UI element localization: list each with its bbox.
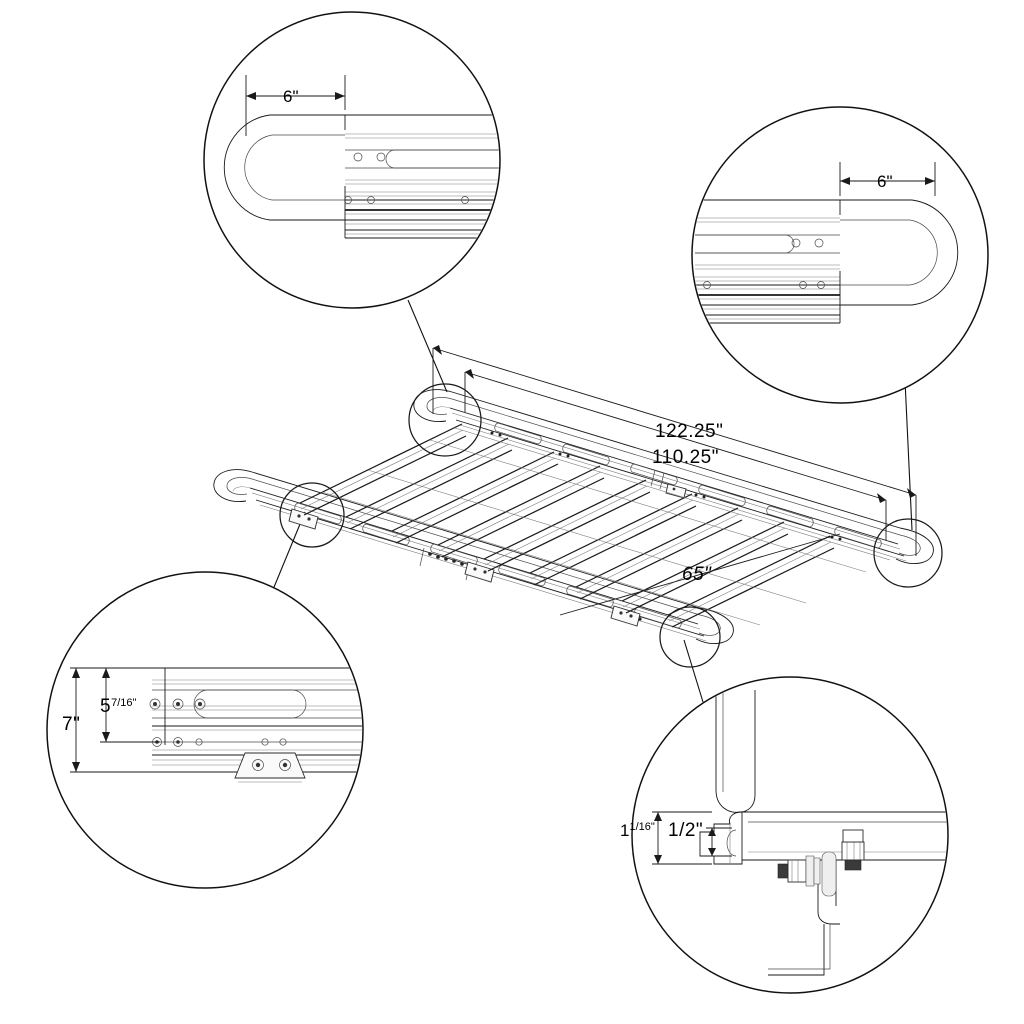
inner-stringers xyxy=(321,427,891,626)
crossbar-8 xyxy=(621,521,789,614)
dim-br-frac: 1/16 xyxy=(629,821,650,833)
dim-tl-loop-length: 6" xyxy=(283,87,299,106)
tr-inner-slot xyxy=(695,234,795,254)
leader-lines xyxy=(271,299,913,703)
dim-br-suffix: " xyxy=(651,821,655,833)
mount-foot-4 xyxy=(665,483,687,499)
detail-top-left: 6" xyxy=(203,11,501,309)
mount-foot-3 xyxy=(610,605,641,627)
detail-marker-bottom-left xyxy=(279,482,345,548)
crossbar-5 xyxy=(483,479,651,572)
detail-top-right: 6" xyxy=(691,106,989,404)
leader-bottom-left xyxy=(271,511,306,593)
main-dimensions xyxy=(432,345,917,616)
leader-top-right xyxy=(904,379,913,531)
detail-bottom-left: 7" 57/16" xyxy=(46,571,364,889)
bl-dimension-lines xyxy=(70,667,160,773)
leader-top-left xyxy=(407,299,448,393)
dim-bl-rail-height-overall: 7" xyxy=(62,714,80,735)
detail-marker-top-right xyxy=(873,518,943,588)
detail-marker-bottom-right xyxy=(659,606,721,668)
tl-loop-end xyxy=(223,114,345,221)
bl-fasteners-lower xyxy=(152,737,287,747)
br-dimension-lines xyxy=(652,811,732,865)
br-bolt-left xyxy=(777,855,821,887)
dim-br-slot-height: 1/2" xyxy=(668,820,703,841)
crossbar-7 xyxy=(575,507,743,600)
crossbar-3 xyxy=(391,451,559,544)
crossbars xyxy=(299,423,835,628)
tl-dimension xyxy=(245,75,346,136)
dim-bl-suffix: " xyxy=(133,697,137,709)
dim-overall-length: 122.25" xyxy=(655,421,723,442)
detail-bottom-right: 11/16" 1/2" xyxy=(620,676,949,994)
dim-br-whole: 1 xyxy=(620,821,629,840)
bl-fasteners-upper xyxy=(149,698,206,710)
mount-foot-1 xyxy=(288,508,319,530)
br-bolt-right xyxy=(841,829,865,871)
mount-feet xyxy=(288,483,687,627)
detail-marker-top-left xyxy=(408,383,482,457)
tl-rail-profile xyxy=(344,114,499,239)
far-rail-slots xyxy=(494,422,882,549)
tl-inner-slot xyxy=(385,149,499,169)
leader-bottom-right xyxy=(683,639,704,703)
far-rail-joint xyxy=(650,469,665,490)
tr-loop-end xyxy=(840,199,959,306)
dim-bl-frac: 7/16 xyxy=(111,697,132,709)
dim-tr-loop-length: 6" xyxy=(877,172,893,191)
dim-inner-length: 110.25" xyxy=(652,447,719,468)
tr-dimension xyxy=(839,162,936,196)
far-rail-rivets xyxy=(490,431,842,541)
dim-bl-rail-height-inner: 57/16" xyxy=(100,696,137,717)
main-isometric-view: 122.25" 110.25" 65" xyxy=(213,345,943,668)
near-rail-rivets xyxy=(290,511,642,621)
crossbar-2 xyxy=(345,437,513,530)
dim-bl-whole: 5 xyxy=(100,696,111,717)
bl-mount-foot xyxy=(234,752,306,783)
crossbar-6 xyxy=(529,493,697,586)
mount-foot-2 xyxy=(464,561,495,583)
crossbar-4 xyxy=(437,465,605,558)
crossbar-1 xyxy=(299,423,467,516)
dim-br-profile-height: 11/16" xyxy=(620,821,655,840)
dim-width: 65" xyxy=(682,564,712,585)
br-clamp-hardware xyxy=(768,829,865,976)
